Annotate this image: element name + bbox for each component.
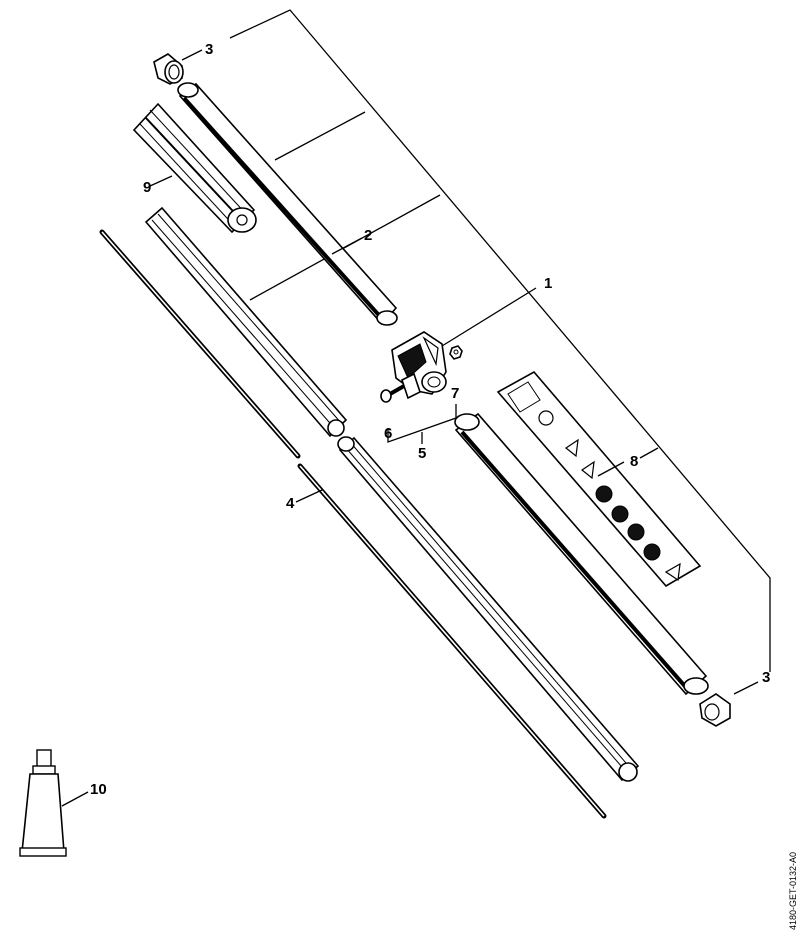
leader-lines (61, 49, 759, 807)
bracket-5 (387, 404, 457, 444)
callout-4: 4 (286, 495, 295, 512)
callout-3-bottom: 3 (762, 669, 770, 686)
drawing-code: 4180-GET-0132-A0 (788, 852, 798, 930)
callout-9: 9 (143, 179, 151, 196)
warning-label (496, 370, 702, 588)
upper-shaft-tube (177, 82, 398, 326)
liner-lower (337, 436, 640, 782)
bushing-damper (132, 102, 257, 234)
clamp-nut (449, 345, 463, 360)
callout-10: 10 (90, 781, 107, 798)
handle-clamp (391, 331, 447, 400)
callout-3-top: 3 (205, 41, 213, 58)
clamp-screw (380, 384, 405, 403)
drive-shaft-lower (297, 463, 607, 819)
callout-5: 5 (418, 445, 426, 462)
callout-8: 8 (630, 453, 638, 470)
callout-6: 6 (384, 425, 392, 442)
grease-tube (19, 749, 67, 857)
end-cap-bottom (699, 693, 731, 727)
callout-7: 7 (451, 385, 459, 402)
end-cap-top (153, 53, 184, 85)
callout-2: 2 (364, 227, 372, 244)
liner-upper (144, 206, 348, 438)
callout-1: 1 (544, 275, 552, 292)
lower-shaft-tube (454, 412, 709, 696)
drive-shaft-upper (99, 229, 301, 459)
